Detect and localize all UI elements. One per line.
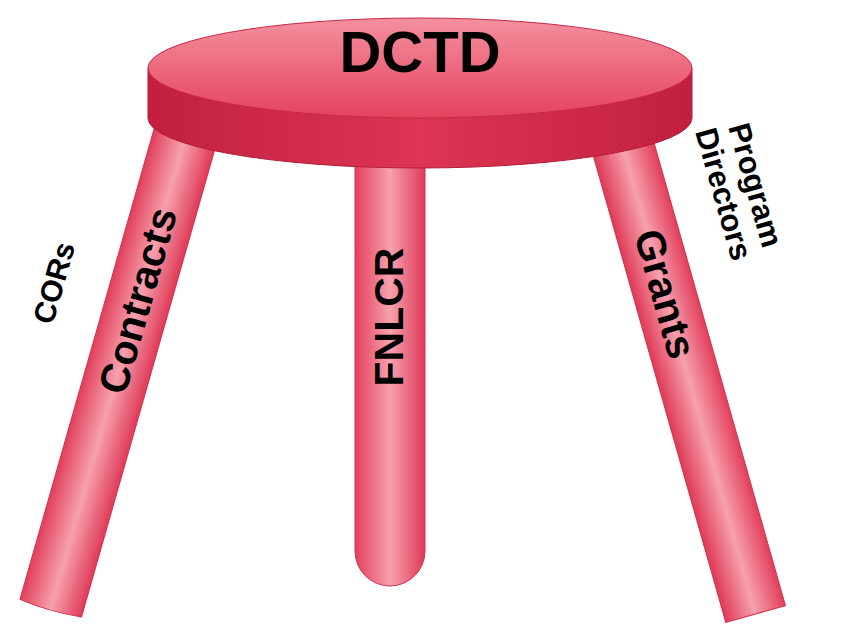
leg-heading: Program Directors: [688, 109, 792, 271]
stool-leg: FNLCR: [355, 128, 425, 586]
leg-body: [355, 128, 425, 586]
leg-body: [20, 119, 219, 619]
leg-label: FNLCR: [368, 248, 411, 387]
leg-heading: CORs: [28, 239, 81, 328]
seat-top: [148, 18, 692, 118]
stool-leg: CORsContracts: [19, 119, 219, 621]
stool-seat: DCTD: [148, 18, 692, 168]
seat-label: DCTD: [339, 22, 500, 83]
stool-leg: GrantsProgram Directors: [588, 120, 786, 623]
